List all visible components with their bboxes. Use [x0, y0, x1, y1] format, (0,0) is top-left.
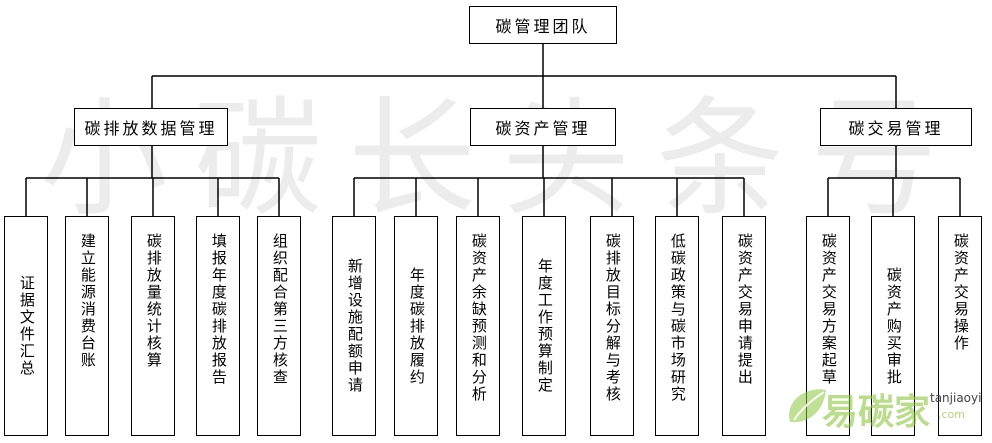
group-node-carbon-asset: 碳资产管理: [470, 108, 616, 146]
leaf-purchase-approval: 碳资产购买审批: [871, 216, 915, 436]
leaf-target-assessment: 碳排放目标分解与考核: [590, 216, 634, 436]
leaf-annual-compliance: 年度碳排放履约: [394, 216, 438, 436]
leaf-emission-accounting: 碳排放量统计核算: [131, 216, 175, 436]
leaf-annual-report: 填报年度碳排放报告: [196, 216, 240, 436]
leaf-energy-ledger: 建立能源消费台账: [65, 216, 109, 436]
leaf-third-party-verification: 组织配合第三方核查: [257, 216, 301, 436]
group-node-carbon-trading: 碳交易管理: [820, 108, 972, 146]
leaf-trade-plan: 碳资产交易方案起草: [806, 216, 850, 436]
leaf-evidence-summary: 证据文件汇总: [4, 216, 48, 436]
leaf-trade-request: 碳资产交易申请提出: [722, 216, 766, 436]
leaf-surplus-forecast: 碳资产余缺预测和分析: [456, 216, 500, 436]
leaf-quota-application: 新增设施配额申请: [332, 216, 376, 436]
leaf-trade-operation: 碳资产交易操作: [938, 216, 982, 436]
leaf-policy-research: 低碳政策与碳市场研究: [655, 216, 699, 436]
root-node: 碳管理团队: [469, 6, 617, 44]
group-node-emission-data: 碳排放数据管理: [74, 108, 228, 146]
leaf-budget-planning: 年度工作预算制定: [522, 216, 566, 436]
